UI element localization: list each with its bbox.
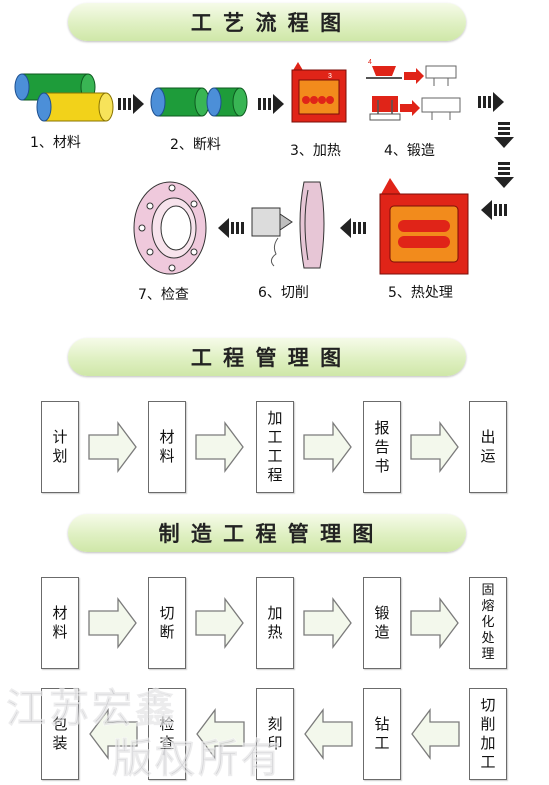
cutting-illustration — [251, 181, 325, 269]
furnace-icon: 3 — [291, 62, 347, 123]
flow-arrow-icon — [118, 94, 144, 114]
flow-box-inspection: 检查 — [148, 688, 186, 780]
hollow-arrow-right-icon — [195, 421, 244, 473]
flow-box-packing: 包装 — [41, 688, 79, 780]
hollow-arrow-right-icon — [410, 421, 459, 473]
flow-arrow-down-icon — [494, 162, 514, 188]
heat-treatment-furnace-icon — [379, 178, 469, 275]
flow-arrow-left-icon — [340, 218, 366, 238]
hollow-arrow-right-icon — [410, 597, 459, 649]
step-label-heat-treatment: 5、热处理 — [388, 285, 453, 301]
hollow-arrow-right-icon — [303, 421, 352, 473]
flow-box-solution-treatment: 固熔化处理 — [469, 577, 507, 669]
inspection-ring-illustration — [133, 181, 207, 275]
hollow-arrow-right-icon — [195, 597, 244, 649]
step-label-material: 1、材料 — [30, 135, 81, 151]
manufacturing-flow-banner: 制 造 工 程 管 理 图 — [68, 514, 466, 552]
flow-box-material: 材料 — [41, 577, 79, 669]
forging-die-icon: 4 — [366, 59, 461, 121]
process-flow-banner: 工 艺 流 程 图 — [68, 3, 466, 41]
hollow-arrow-left-icon — [196, 708, 245, 760]
heating-furnace-illustration: 3 — [291, 62, 347, 123]
flow-box-shipping: 出运 — [469, 401, 507, 493]
flow-arrow-left-icon — [481, 200, 507, 220]
step-label-inspection: 7、检查 — [138, 287, 189, 303]
flow-arrow-icon — [478, 92, 504, 112]
step-label-forging: 4、锻造 — [384, 143, 435, 159]
flow-box-processing: 加工工程 — [256, 401, 294, 493]
hollow-arrow-right-icon — [303, 597, 352, 649]
flow-box-heating: 加热 — [256, 577, 294, 669]
step-label-heating: 3、加热 — [290, 143, 341, 159]
flow-box-plan: 计划 — [41, 401, 79, 493]
yellow-billet-icon — [36, 92, 114, 122]
hollow-arrow-left-icon — [304, 708, 353, 760]
hollow-arrow-left-icon — [411, 708, 460, 760]
flow-arrow-down-icon — [494, 122, 514, 148]
forging-illustration: 4 — [366, 59, 461, 121]
flange-ring-icon — [133, 181, 207, 275]
management-flow-title: 工 程 管 理 图 — [190, 346, 344, 370]
flow-box-forging: 锻造 — [363, 577, 401, 669]
management-flow-banner: 工 程 管 理 图 — [68, 338, 466, 376]
step-label-machining: 6、切削 — [258, 285, 309, 301]
hollow-arrow-right-icon — [88, 421, 137, 473]
heat-treatment-furnace-illustration — [379, 178, 469, 275]
lathe-tool-icon — [251, 181, 325, 269]
flow-box-drilling: 钻工 — [363, 688, 401, 780]
flow-box-machining: 切削加工 — [469, 688, 507, 780]
manufacturing-flow-title: 制 造 工 程 管 理 图 — [158, 522, 376, 546]
hollow-arrow-left-icon — [89, 708, 138, 760]
process-flow-title: 工 艺 流 程 图 — [190, 11, 344, 35]
cut-billets-illustration — [150, 87, 248, 117]
cut-billet-icon — [150, 87, 248, 117]
step-label-cutting: 2、断料 — [170, 137, 221, 153]
flow-box-material: 材料 — [148, 401, 186, 493]
flow-box-cutting: 切断 — [148, 577, 186, 669]
flow-box-marking: 刻印 — [256, 688, 294, 780]
svg-text:4: 4 — [368, 59, 372, 66]
flow-arrow-left-icon — [218, 218, 244, 238]
svg-text:3: 3 — [328, 73, 332, 80]
watermark-copyright: 版权所有 — [112, 736, 284, 783]
flow-box-report: 报告书 — [363, 401, 401, 493]
flow-arrow-icon — [258, 94, 284, 114]
hollow-arrow-right-icon — [88, 597, 137, 649]
material-billets-illustration — [14, 73, 114, 122]
watermark-company: 江苏宏鑫 — [6, 686, 178, 733]
